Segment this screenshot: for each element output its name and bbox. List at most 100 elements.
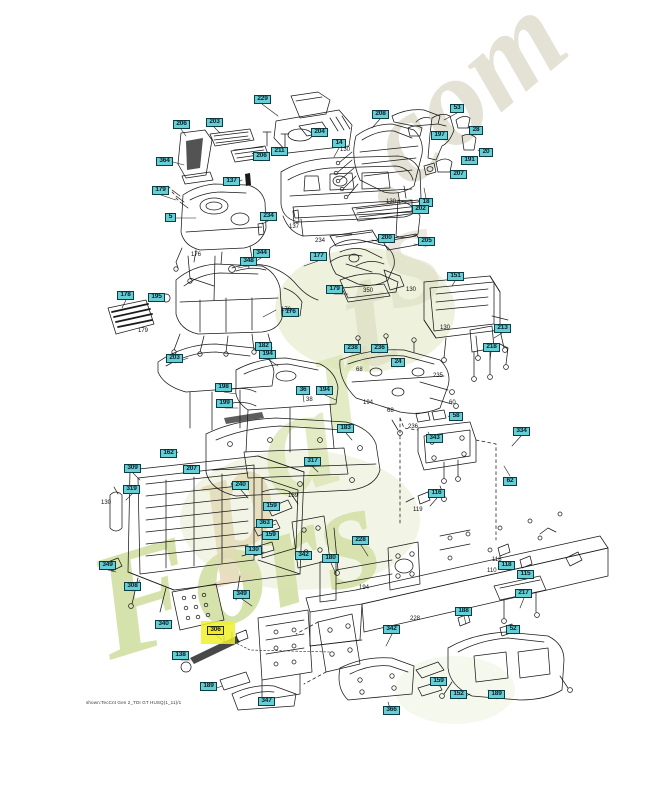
callout-179[interactable]: 179 bbox=[152, 186, 169, 195]
callout-204[interactable]: 204 bbox=[311, 128, 328, 137]
callout-194[interactable]: 194 bbox=[316, 386, 333, 395]
callout-203[interactable]: 203 bbox=[206, 118, 223, 127]
callout-340[interactable]: 340 bbox=[155, 620, 172, 629]
callout-197[interactable]: 197 bbox=[431, 131, 448, 140]
callout-189[interactable]: 189 bbox=[200, 682, 217, 691]
callout-366[interactable]: 366 bbox=[383, 706, 400, 715]
reference-number-350: 350 bbox=[363, 288, 374, 294]
reference-number-176: 176 bbox=[191, 252, 202, 258]
reference-number-130: 130 bbox=[340, 147, 351, 153]
reference-number-110: 110 bbox=[487, 568, 497, 574]
callout-116[interactable]: 116 bbox=[428, 489, 445, 498]
callout-236[interactable]: 236 bbox=[371, 344, 388, 353]
callout-159[interactable]: 159 bbox=[430, 677, 447, 686]
reference-number-176: 176 bbox=[281, 307, 292, 313]
callout-363[interactable]: 363 bbox=[256, 519, 273, 528]
callout-152[interactable]: 152 bbox=[450, 690, 467, 699]
callout-218[interactable]: 218 bbox=[483, 343, 500, 352]
callout-206[interactable]: 206 bbox=[253, 152, 270, 161]
callout-198[interactable]: 198 bbox=[215, 383, 232, 392]
callout-20[interactable]: 20 bbox=[479, 148, 493, 157]
reference-number-38: 38 bbox=[306, 397, 313, 403]
reference-number-179: 179 bbox=[138, 328, 149, 334]
reference-number-130: 130 bbox=[101, 500, 112, 506]
callout-138[interactable]: 138 bbox=[172, 651, 189, 660]
callout-159[interactable]: 159 bbox=[263, 502, 280, 511]
callout-349[interactable]: 349 bbox=[233, 590, 250, 599]
callout-207[interactable]: 207 bbox=[450, 170, 467, 179]
callout-317[interactable]: 317 bbox=[304, 457, 321, 466]
callout-194[interactable]: 194 bbox=[259, 350, 276, 359]
callout-343[interactable]: 343 bbox=[426, 434, 443, 443]
callout-159[interactable]: 159 bbox=[262, 531, 279, 540]
reference-number-194: 194 bbox=[363, 400, 374, 406]
callout-206[interactable]: 206 bbox=[173, 120, 190, 129]
callout-178[interactable]: 178 bbox=[117, 291, 134, 300]
reference-number-68: 68 bbox=[356, 367, 363, 373]
callout-53[interactable]: 53 bbox=[450, 104, 464, 113]
callout-62[interactable]: 62 bbox=[503, 477, 517, 486]
callout-195[interactable]: 195 bbox=[148, 293, 165, 302]
callout-202[interactable]: 202 bbox=[412, 205, 429, 214]
callout-211[interactable]: 211 bbox=[271, 147, 288, 156]
callout-137[interactable]: 137 bbox=[223, 177, 240, 186]
callout-240[interactable]: 240 bbox=[232, 481, 249, 490]
reference-number-68: 68 bbox=[387, 408, 394, 414]
callout-349[interactable]: 349 bbox=[99, 561, 116, 570]
callout-180[interactable]: 180 bbox=[322, 554, 339, 563]
callout-308[interactable]: 308 bbox=[124, 582, 141, 591]
callout-238[interactable]: 238 bbox=[344, 344, 361, 353]
callout-342[interactable]: 342 bbox=[295, 551, 312, 560]
callout-347[interactable]: 347 bbox=[258, 697, 275, 706]
callout-334[interactable]: 334 bbox=[513, 427, 530, 436]
callout-217[interactable]: 217 bbox=[515, 589, 532, 598]
callout-199[interactable]: 199 bbox=[216, 399, 233, 408]
callout-229[interactable]: 229 bbox=[254, 95, 271, 104]
callout-177[interactable]: 177 bbox=[310, 252, 327, 261]
callout-28[interactable]: 28 bbox=[469, 126, 483, 135]
reference-number-228: 228 bbox=[410, 616, 421, 622]
reference-number-60: 60 bbox=[449, 400, 456, 406]
callout-189[interactable]: 189 bbox=[488, 690, 505, 699]
reference-number-119: 119 bbox=[413, 507, 423, 513]
callout-228[interactable]: 228 bbox=[352, 536, 369, 545]
callout-24[interactable]: 24 bbox=[391, 358, 405, 367]
callout-191[interactable]: 191 bbox=[461, 156, 478, 165]
callout-151[interactable]: 151 bbox=[447, 272, 464, 281]
callout-130[interactable]: 130 bbox=[245, 546, 262, 555]
reference-number-137: 137 bbox=[289, 224, 300, 230]
reference-number-130: 130 bbox=[386, 199, 397, 205]
callout-183[interactable]: 183 bbox=[337, 424, 354, 433]
callout-208[interactable]: 208 bbox=[372, 110, 389, 119]
reference-number-159: 159 bbox=[288, 493, 299, 499]
callout-52[interactable]: 52 bbox=[506, 625, 520, 634]
callout-188[interactable]: 188 bbox=[455, 607, 472, 616]
reference-number-118: 118 bbox=[492, 557, 502, 563]
callout-306-highlighted[interactable]: 306 bbox=[201, 621, 235, 644]
callout-200[interactable]: 200 bbox=[378, 234, 395, 243]
diagram-caption: shown:TecCnt Gen 2_TDI GT HUSQ(1_11)/1 bbox=[86, 700, 182, 705]
reference-number-130: 130 bbox=[406, 287, 417, 293]
callout-364[interactable]: 364 bbox=[156, 157, 173, 166]
callout-203[interactable]: 203 bbox=[166, 354, 183, 363]
callout-179[interactable]: 179 bbox=[326, 285, 343, 294]
callout-205[interactable]: 205 bbox=[418, 237, 435, 246]
callout-213[interactable]: 213 bbox=[494, 324, 511, 333]
reference-number-194: 194 bbox=[359, 585, 370, 591]
callout-58[interactable]: 58 bbox=[449, 412, 463, 421]
reference-number-130: 130 bbox=[440, 325, 451, 331]
callout-234[interactable]: 234 bbox=[260, 212, 277, 221]
callout-319[interactable]: 319 bbox=[123, 485, 140, 494]
callout-207[interactable]: 207 bbox=[183, 465, 200, 474]
callout-115[interactable]: 115 bbox=[517, 570, 534, 579]
callout-309[interactable]: 309 bbox=[124, 464, 141, 473]
callout-162[interactable]: 162 bbox=[160, 449, 177, 458]
callout-5[interactable]: 5 bbox=[165, 213, 176, 222]
callout-36[interactable]: 36 bbox=[296, 386, 310, 395]
reference-number-236: 236 bbox=[408, 424, 419, 430]
reference-number-235: 235 bbox=[433, 373, 444, 379]
callout-348[interactable]: 348 bbox=[240, 257, 257, 266]
callout-342[interactable]: 342 bbox=[383, 625, 400, 634]
